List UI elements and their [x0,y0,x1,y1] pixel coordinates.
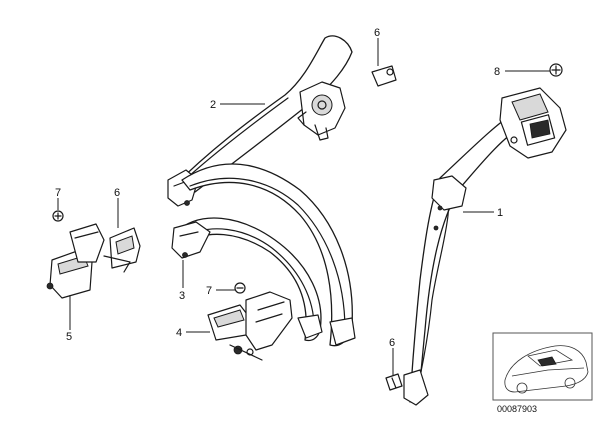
callout-5: 5 [66,331,72,343]
part-4-buckle [207,291,293,361]
callout-6-left: 6 [114,187,120,199]
bolt-9-icon [371,65,397,87]
callout-2: 2 [210,99,216,111]
callout-6-top: 6 [374,27,380,39]
bolt-7-mid-icon [234,282,246,294]
part-3-lap-belt [171,163,356,347]
callout-labels: 1 2 3 4 5 6 6 6 7 7 8 [55,27,503,349]
callout-1: 1 [497,207,503,219]
leader-lines [57,38,550,376]
part-5-buckle-assembly [46,210,141,299]
vehicle-location-inset: 00087903 [492,332,593,414]
bolt-6-bottom-icon [385,373,403,391]
callout-7-mid: 7 [206,285,212,297]
callout-6-bottom: 6 [389,337,395,349]
document-number: 00087903 [497,404,537,414]
callout-3: 3 [179,290,185,302]
bolt-8-icon [549,63,563,77]
part-1-long-belt [385,87,567,406]
callout-8: 8 [494,66,500,78]
callout-4: 4 [176,327,182,339]
callout-7-left: 7 [55,187,61,199]
bolt-7-left-icon [52,210,64,222]
car-outline-icon [504,345,589,394]
